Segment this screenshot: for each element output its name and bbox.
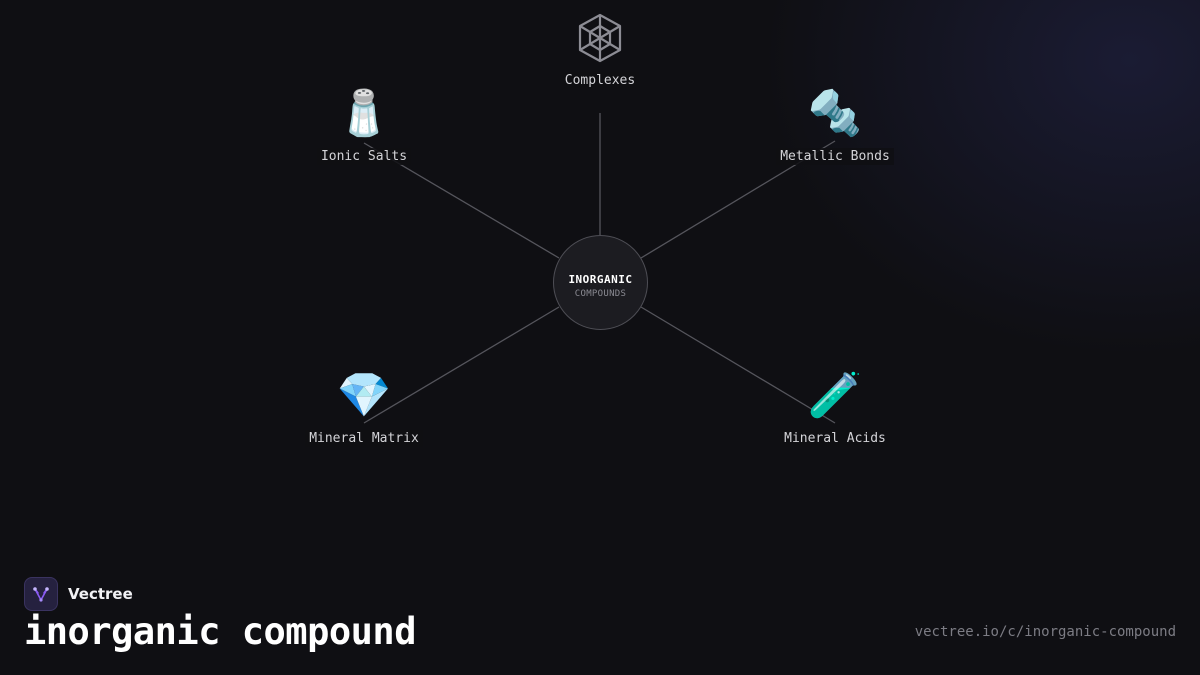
node-label-complexes: Complexes xyxy=(560,72,640,89)
page-title: inorganic compound xyxy=(24,610,416,653)
brand-name: Vectree xyxy=(68,585,133,603)
central-hub[interactable]: INORGANIC COMPOUNDS xyxy=(553,235,648,330)
node-label-mineral-matrix: Mineral Matrix xyxy=(305,430,423,447)
link-mineral-acids xyxy=(640,306,836,424)
node-ionic-salts[interactable]: 🧂 Ionic Salts xyxy=(264,88,464,165)
node-mineral-matrix[interactable]: 💎 Mineral Matrix xyxy=(264,370,464,447)
salt-shaker-icon: 🧂 xyxy=(336,88,392,139)
nut-and-bolt-icon: 🔩 xyxy=(807,88,863,139)
gem-icon: 💎 xyxy=(336,370,392,421)
node-complexes[interactable]: Complexes xyxy=(500,12,700,89)
vectree-logo-icon xyxy=(24,577,58,611)
node-label-ionic-salts: Ionic Salts xyxy=(316,148,412,165)
brand[interactable]: Vectree xyxy=(24,577,133,611)
node-mineral-acids[interactable]: 🧪 Mineral Acids xyxy=(735,370,935,447)
page-url[interactable]: vectree.io/c/inorganic-compound xyxy=(914,624,1176,640)
hub-title: INORGANIC xyxy=(568,272,633,286)
spider-web-icon xyxy=(574,12,626,64)
node-label-mineral-acids: Mineral Acids xyxy=(780,430,890,447)
link-mineral-matrix xyxy=(363,306,560,424)
node-label-metallic-bonds: Metallic Bonds xyxy=(776,148,894,165)
test-tube-icon: 🧪 xyxy=(807,370,863,421)
node-metallic-bonds[interactable]: 🔩 Metallic Bonds xyxy=(735,88,935,165)
hub-subtitle: COMPOUNDS xyxy=(574,288,627,299)
